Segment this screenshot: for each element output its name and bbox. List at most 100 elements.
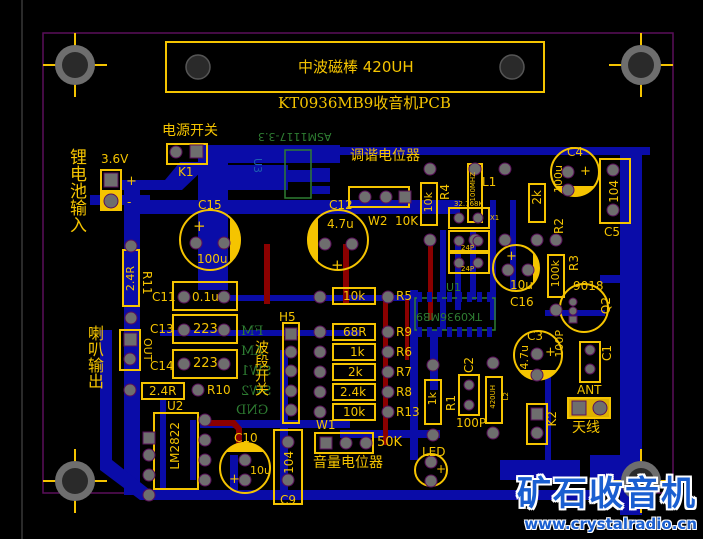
r9-value: 68R xyxy=(343,325,367,339)
r13-ref: R13 xyxy=(396,405,420,419)
r11-ref: R11 xyxy=(140,271,154,295)
r2-value: 2k xyxy=(530,190,544,205)
r3-outline xyxy=(547,254,565,298)
c15-plus: + xyxy=(193,217,206,235)
c15-value: 100u xyxy=(197,252,228,266)
u1-part: TK0936MB9 xyxy=(416,310,482,323)
c3-ref: C3 xyxy=(527,329,544,343)
c6-outline xyxy=(448,230,490,252)
r3-ref: R3 xyxy=(567,255,581,271)
r13-value: 10k xyxy=(343,405,366,419)
k2-outline xyxy=(526,403,548,445)
x1-value: 32.768K xyxy=(454,200,484,208)
c16-ref: C16 xyxy=(510,295,534,309)
board-title: KT0936MB9收音机PCB xyxy=(278,94,451,112)
mounting-hole-bottom-right xyxy=(609,449,673,513)
ant-label: ANT xyxy=(577,383,602,397)
k1-label: K1 xyxy=(178,165,194,179)
c9-value: 104 xyxy=(282,451,296,474)
c6-value: 24P xyxy=(461,244,475,252)
battery-plus-label: + xyxy=(126,174,137,189)
c11-value: 0.1u xyxy=(192,290,219,304)
c4-value: 100u xyxy=(552,165,565,193)
r5-ref: R5 xyxy=(396,289,412,303)
c14-outline xyxy=(172,349,238,379)
battery-pos-pad xyxy=(103,172,119,188)
r7-ref: R7 xyxy=(396,365,412,379)
r1-value: 1k xyxy=(426,392,439,406)
c2-value: 100P xyxy=(456,416,487,430)
c16-plus: + xyxy=(506,249,517,264)
u1-footprint xyxy=(414,292,496,337)
r11-value: 2.4R xyxy=(124,266,137,292)
watermark-url: www.crystalradio.cn xyxy=(524,515,697,533)
c13-ref: C13 xyxy=(150,322,174,336)
h5-pin-gnd: GND xyxy=(236,403,269,418)
c9-ref: C9 xyxy=(280,493,297,507)
h5-outline xyxy=(282,322,300,424)
r4-outline xyxy=(420,182,438,226)
mounting-hole-top-left xyxy=(43,33,107,97)
q2-ref: Q2 xyxy=(599,297,613,315)
ferrite-rod xyxy=(165,41,545,93)
led-label: LED xyxy=(422,445,446,459)
r10-outline xyxy=(141,382,185,400)
c2-ref: C2 xyxy=(462,357,476,374)
r6-value: 1k xyxy=(350,345,365,359)
q2-part: 9018 xyxy=(573,279,604,293)
c7-value: 24P xyxy=(461,265,475,273)
c11-ref: C11 xyxy=(152,290,176,304)
r13-outline xyxy=(332,403,376,421)
h5-label: H5 xyxy=(279,310,296,324)
c10-plus: + xyxy=(229,472,240,487)
led-plus: + xyxy=(436,462,447,476)
u2-part: LM2822 xyxy=(168,422,182,470)
c12-plus: + xyxy=(331,256,344,274)
out-label: OUT xyxy=(141,338,154,362)
c4-plus: + xyxy=(580,164,591,179)
battery-neg-pad xyxy=(103,193,119,209)
power-switch-label: 电源开关 xyxy=(162,123,218,139)
c1-ref: C1 xyxy=(600,345,614,362)
r2-ref: R2 xyxy=(552,218,566,234)
h5-pin-fm: FM xyxy=(241,324,264,339)
u1-ref: U1 xyxy=(446,281,462,294)
r8-outline xyxy=(332,383,376,401)
r1-outline xyxy=(424,379,442,425)
r1-ref: R1 xyxy=(444,395,458,411)
battery-voltage-label: 3.6V xyxy=(101,152,129,166)
l1-ref: L1 xyxy=(482,175,497,189)
pads xyxy=(103,144,620,502)
x1-outline xyxy=(448,207,490,229)
r2-outline xyxy=(528,183,546,223)
w1-outline xyxy=(314,432,374,454)
mounting-hole-bottom-left xyxy=(43,449,107,513)
c12-value: 4.7u xyxy=(327,217,354,231)
r3-value: 100k xyxy=(549,260,562,288)
r5-value: 10k xyxy=(343,289,366,303)
c7-outline xyxy=(448,252,490,274)
r8-ref: R8 xyxy=(396,385,412,399)
tuning-pot-label: 调谐电位器 xyxy=(350,148,420,164)
r8-value: 2.4k xyxy=(340,385,367,399)
r7-outline xyxy=(332,363,376,381)
c5-ref: C5 xyxy=(604,225,621,239)
u3-part-label: ASM1117-3.3 xyxy=(258,130,332,143)
w2-label: W2 xyxy=(368,214,388,228)
watermark-name: 矿石收音机 xyxy=(517,474,697,514)
c14-ref: C14 xyxy=(150,359,174,373)
l1-value: 100MHZ xyxy=(469,172,477,202)
r10-value: 2.4R xyxy=(149,384,177,398)
r7-value: 2k xyxy=(348,365,363,379)
volume-pot-label: 音量电位器 xyxy=(313,455,383,471)
k2-ref: K2 xyxy=(545,411,559,427)
r9-outline xyxy=(332,323,376,341)
x1-ref: X1 xyxy=(490,214,500,222)
c4-ref: C4 xyxy=(567,145,584,159)
c13-value: 223 xyxy=(193,322,218,337)
u3-label: U3 xyxy=(251,157,265,174)
c5-value: 104 xyxy=(607,180,621,203)
mounting-hole-top-right xyxy=(609,33,673,97)
r4-value: 10k xyxy=(422,192,435,213)
